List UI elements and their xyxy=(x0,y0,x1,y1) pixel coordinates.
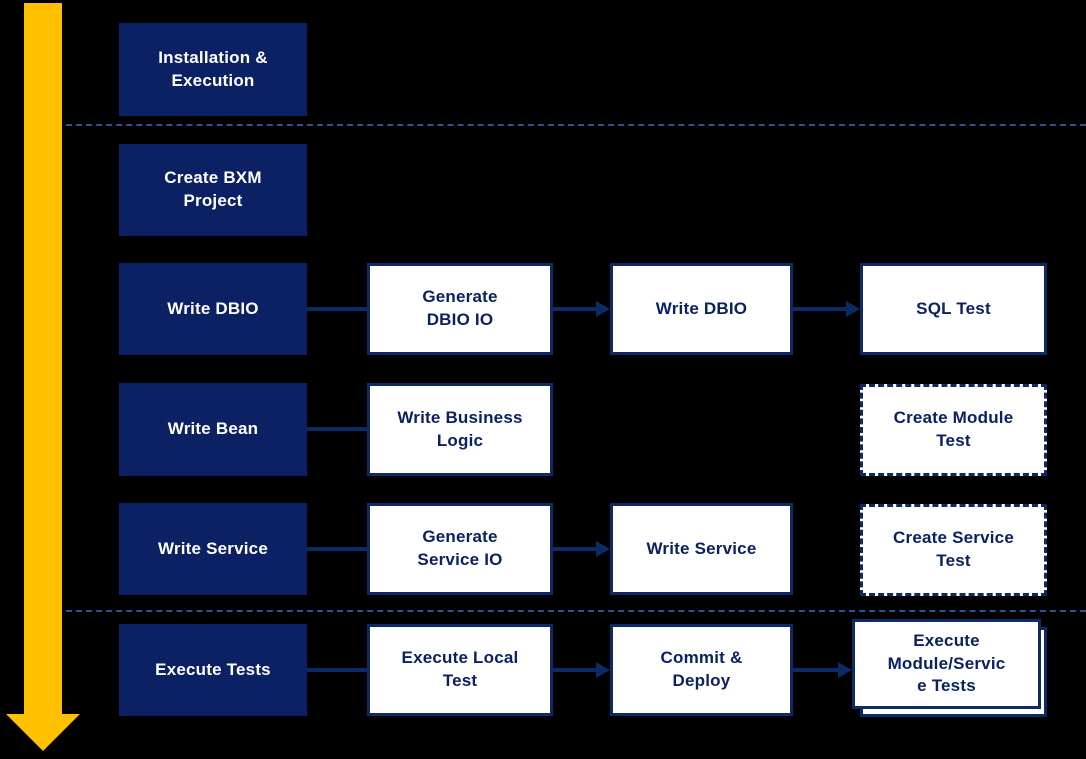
stage-write-dbio: Write DBIO xyxy=(119,263,307,355)
section-divider xyxy=(66,124,1086,126)
arrow-right-icon xyxy=(596,301,610,317)
step-execute-module-service-tests: Execute Module/Servic e Tests xyxy=(852,619,1041,709)
stage-execute-tests: Execute Tests xyxy=(119,624,307,716)
arrow-right-icon xyxy=(596,541,610,557)
step-execute-local-test: Execute Local Test xyxy=(367,624,553,716)
stage-create-bxm-project: Create BXM Project xyxy=(119,144,307,236)
stage-installation-execution: Installation & Execution xyxy=(119,23,307,116)
step-generate-dbio-io: Generate DBIO IO xyxy=(367,263,553,355)
connector-line xyxy=(553,307,597,311)
step-write-service: Write Service xyxy=(610,503,793,595)
connector-line xyxy=(793,668,839,672)
stage-write-bean: Write Bean xyxy=(119,383,307,476)
connector-line xyxy=(307,668,367,672)
step-generate-service-io: Generate Service IO xyxy=(367,503,553,595)
down-arrow-head-icon xyxy=(6,714,80,751)
connector-line xyxy=(307,427,367,431)
connector-line xyxy=(307,307,367,311)
step-create-module-test: Create Module Test xyxy=(860,384,1047,476)
arrow-right-icon xyxy=(846,301,860,317)
arrow-right-icon xyxy=(596,662,610,678)
step-sql-test: SQL Test xyxy=(860,263,1047,355)
connector-line xyxy=(307,547,367,551)
step-commit-deploy: Commit & Deploy xyxy=(610,624,793,716)
step-write-business-logic: Write Business Logic xyxy=(367,383,553,476)
stage-write-service: Write Service xyxy=(119,503,307,595)
connector-line xyxy=(793,307,846,311)
down-arrow-icon xyxy=(24,3,62,714)
connector-line xyxy=(553,547,597,551)
connector-line xyxy=(553,668,597,672)
section-divider xyxy=(66,610,1086,612)
step-create-service-test: Create Service Test xyxy=(860,504,1047,596)
arrow-right-icon xyxy=(838,662,852,678)
step-write-dbio: Write DBIO xyxy=(610,263,793,355)
